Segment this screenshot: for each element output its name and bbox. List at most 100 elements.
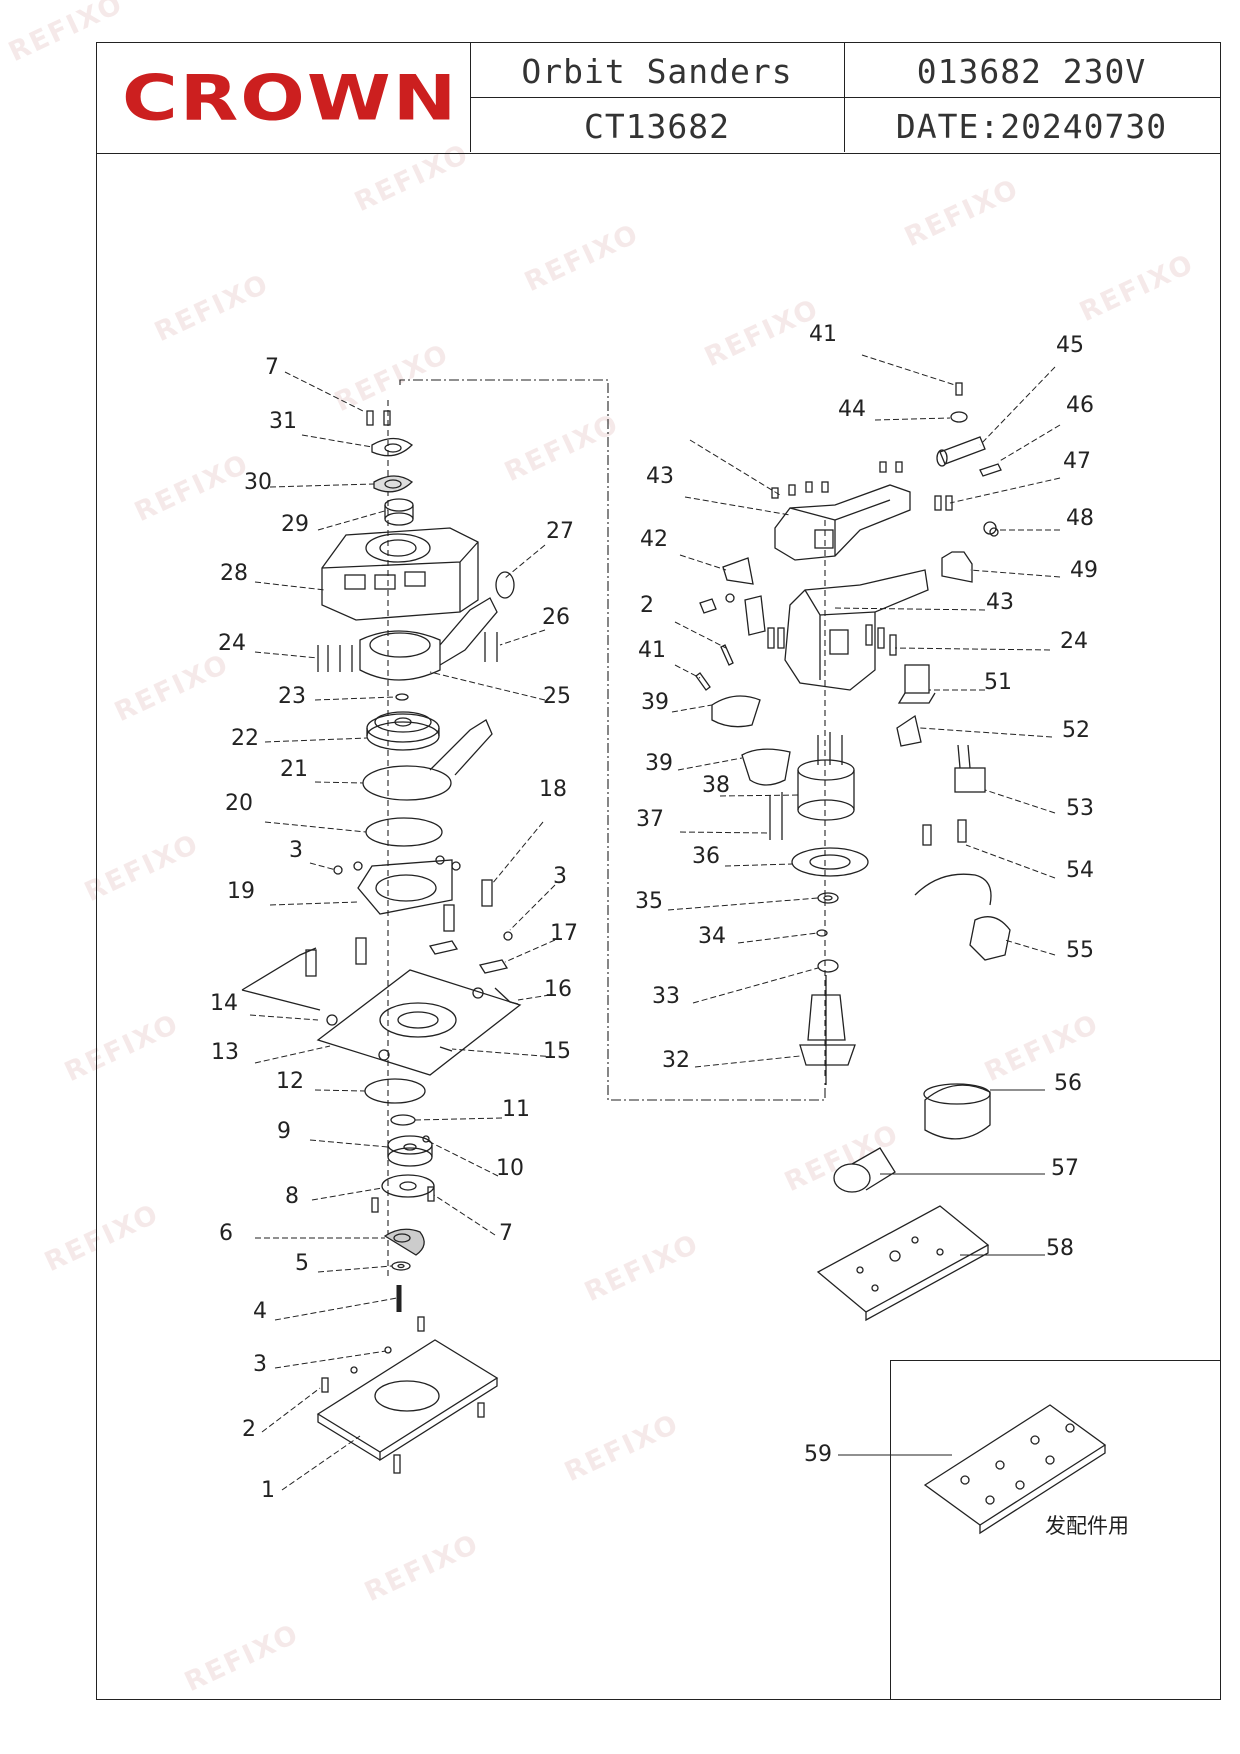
part-38-stator [797, 732, 855, 821]
callout-number: 11 [502, 1097, 530, 1122]
callout-number: 1 [261, 1478, 275, 1503]
callout-number: 41 [638, 638, 666, 663]
part-37-screws [769, 792, 783, 840]
part-13-base-plate [316, 969, 522, 1076]
drawing-date: DATE:20240730 [895, 107, 1168, 146]
part-54-brushes [922, 819, 967, 846]
callout-number: 43 [646, 464, 674, 489]
callout-number: 21 [280, 757, 308, 782]
title-block-divider [470, 97, 1221, 98]
callout-number: 2 [640, 593, 654, 618]
part-6-counterweight [383, 1228, 425, 1256]
part-52-label [896, 714, 922, 747]
callout-number: 23 [278, 684, 306, 709]
part-10-ball [422, 1135, 430, 1143]
callout-number: 24 [218, 631, 246, 656]
callout-number: 26 [542, 605, 570, 630]
part-35-bearing [817, 892, 839, 904]
callout-number: 30 [244, 470, 272, 495]
callout-number: 44 [838, 397, 866, 422]
callout-number: 2 [242, 1417, 256, 1442]
callout-number: 9 [277, 1119, 291, 1144]
callout-number: 3 [253, 1352, 267, 1377]
callout-number: 47 [1063, 449, 1091, 474]
part-46-pin [979, 463, 1002, 477]
part-1-pad [316, 1339, 499, 1474]
part-25-dust-outlet [359, 597, 498, 681]
part-7-screws [371, 1186, 435, 1213]
callout-number: 37 [636, 807, 664, 832]
drawing-frame [96, 42, 1221, 1700]
model-number: CT13682 [583, 107, 731, 146]
callout-number: 7 [499, 1221, 513, 1246]
callout-number: 35 [635, 889, 663, 914]
part-39-brush-holders [711, 695, 791, 786]
part-43-motor-housing [784, 569, 929, 691]
part-36-baffle [791, 847, 869, 877]
part-27-oring [495, 571, 515, 599]
callout-number: 45 [1056, 333, 1084, 358]
callout-number: 6 [219, 1221, 233, 1246]
part-19-frame [357, 859, 453, 915]
brand-logo: CROWN [122, 61, 459, 135]
assembly-connector [387, 379, 826, 1280]
part-44-clip [950, 411, 968, 423]
part-55-cord [914, 873, 1011, 961]
callout-number: 15 [543, 1039, 571, 1064]
part-22-fan [366, 711, 440, 751]
part-switch-parts [699, 593, 766, 636]
part-23-washer [395, 693, 409, 701]
callout-number: 41 [809, 322, 837, 347]
solid-leaders [838, 1089, 1045, 1456]
part-9-bearing [387, 1135, 433, 1167]
callout-number: 38 [702, 773, 730, 798]
callout-number: 48 [1066, 506, 1094, 531]
callout-number: 28 [220, 561, 248, 586]
part-34-washer [816, 929, 828, 937]
part-43-top-cover [774, 484, 911, 561]
callout-number: 49 [1070, 558, 1098, 583]
callout-number: 31 [269, 409, 297, 434]
callout-number: 12 [276, 1069, 304, 1094]
part-2-right-pin [720, 644, 734, 666]
part-56-dust-bag [923, 1083, 991, 1140]
callout-number: 18 [539, 777, 567, 802]
callout-number: 14 [210, 991, 238, 1016]
title-block [96, 42, 1221, 154]
callout-number: 51 [984, 670, 1012, 695]
part-58-punch-plate [816, 1205, 990, 1322]
product-name: Orbit Sanders [521, 52, 793, 91]
part-29-bearing [384, 498, 414, 526]
part-45-sleeve [936, 436, 986, 467]
part-17-clips [428, 940, 509, 974]
callout-number: 56 [1054, 1071, 1082, 1096]
callout-number: 53 [1066, 796, 1094, 821]
part-24-screws [317, 645, 353, 672]
leader-lines [249, 354, 1061, 1491]
part-47-screws [934, 495, 953, 511]
part-3-screws [333, 855, 513, 941]
part-3-small-screws [350, 1346, 392, 1374]
top-screws [366, 410, 391, 426]
part-31-gasket [371, 437, 413, 457]
callout-number: 8 [285, 1184, 299, 1209]
callout-number: 22 [231, 726, 259, 751]
part-30-plate [373, 475, 414, 493]
callout-number: 39 [641, 690, 669, 715]
callout-number: 32 [662, 1048, 690, 1073]
part-42-label [722, 557, 754, 585]
callout-number: 55 [1066, 938, 1094, 963]
part-51-switch [897, 664, 936, 704]
callout-number: 29 [281, 512, 309, 537]
part-53-capacitor [954, 744, 986, 793]
callout-number: 59 [804, 1442, 832, 1467]
callout-number: 20 [225, 791, 253, 816]
part-8-flange [381, 1174, 435, 1198]
spare-part-inset [890, 1360, 1221, 1700]
part-24-right-screws [767, 624, 897, 656]
part-2-screws [321, 1316, 485, 1418]
callout-number: 27 [546, 519, 574, 544]
callout-number: 39 [645, 751, 673, 776]
callout-number: 3 [289, 838, 303, 863]
part-18-pillars [305, 879, 493, 977]
